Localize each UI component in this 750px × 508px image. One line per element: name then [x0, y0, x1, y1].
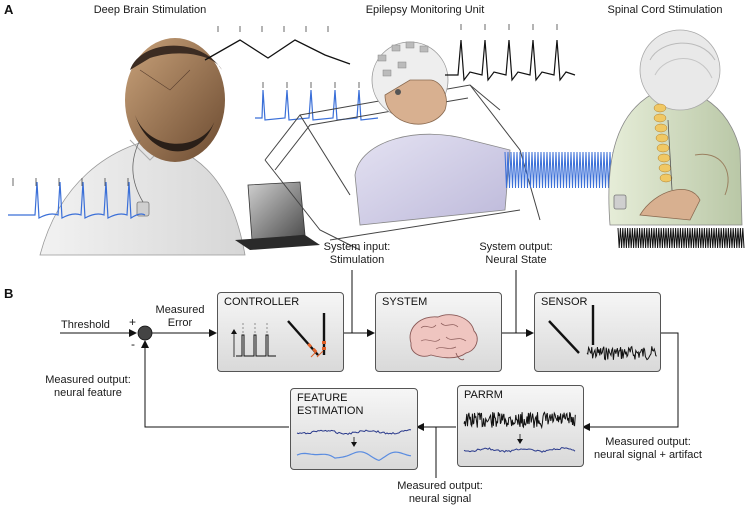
dbs-stim-ticks	[12, 178, 129, 186]
scs-neural-trace	[617, 227, 745, 249]
neural-state-trace	[204, 39, 351, 65]
controller-graphic	[231, 313, 326, 358]
threshold-label: Threshold	[61, 319, 110, 331]
scene-title-scs: Spinal Cord Stimulation	[607, 4, 723, 16]
emu-neural-ticks	[460, 24, 558, 30]
artifact-output-label: Measured output:neural signal + artifact	[594, 436, 702, 461]
controller-block: CONTROLLER	[217, 292, 344, 372]
system-output-label: System output:Neural State	[479, 241, 553, 266]
sensor-title: SENSOR	[541, 296, 588, 308]
parrm-block: PARRM	[457, 385, 584, 467]
spine	[653, 103, 673, 183]
feedback-arrow	[141, 340, 289, 428]
system-block: SYSTEM	[375, 292, 502, 372]
scene-title-dbs: Deep Brain Stimulation	[93, 4, 207, 16]
emu-patient	[354, 41, 511, 226]
dbs-stim-trace	[8, 181, 146, 220]
parrm-title: PARRM	[464, 389, 503, 401]
sensor-block: SENSOR	[534, 292, 661, 372]
plus-sign: +	[129, 315, 137, 329]
sensor-graphic	[548, 305, 657, 361]
sensor-to-parrm-arrow	[582, 332, 679, 431]
dbs-patient	[39, 38, 246, 256]
minus-sign: -	[131, 337, 135, 351]
emu-stim-ticks	[262, 82, 360, 88]
controller-title: CONTROLLER	[224, 296, 300, 308]
emu-stim-trace	[255, 89, 379, 121]
scene-title-emu: Epilepsy Monitoring Unit	[365, 4, 485, 16]
system-input-label: System input:Stimulation	[323, 241, 391, 266]
scs-patient	[608, 29, 743, 226]
parrm-graphic	[463, 411, 576, 453]
panel-a-illustration	[8, 24, 745, 256]
system-title: SYSTEM	[382, 296, 428, 308]
neural-signal-output-label: Measured output:neural signal	[397, 480, 483, 505]
feedback-label: Measured output:neural feature	[45, 374, 131, 399]
emu-neural-trace	[445, 39, 576, 82]
state-ticks	[217, 26, 329, 32]
programmer-tablet	[235, 181, 320, 250]
summing-junction	[137, 325, 153, 341]
panel-b-letter: B	[4, 286, 14, 301]
brain-icon	[409, 314, 478, 361]
feature-graphic	[296, 429, 412, 462]
panel-a-letter: A	[4, 2, 14, 17]
